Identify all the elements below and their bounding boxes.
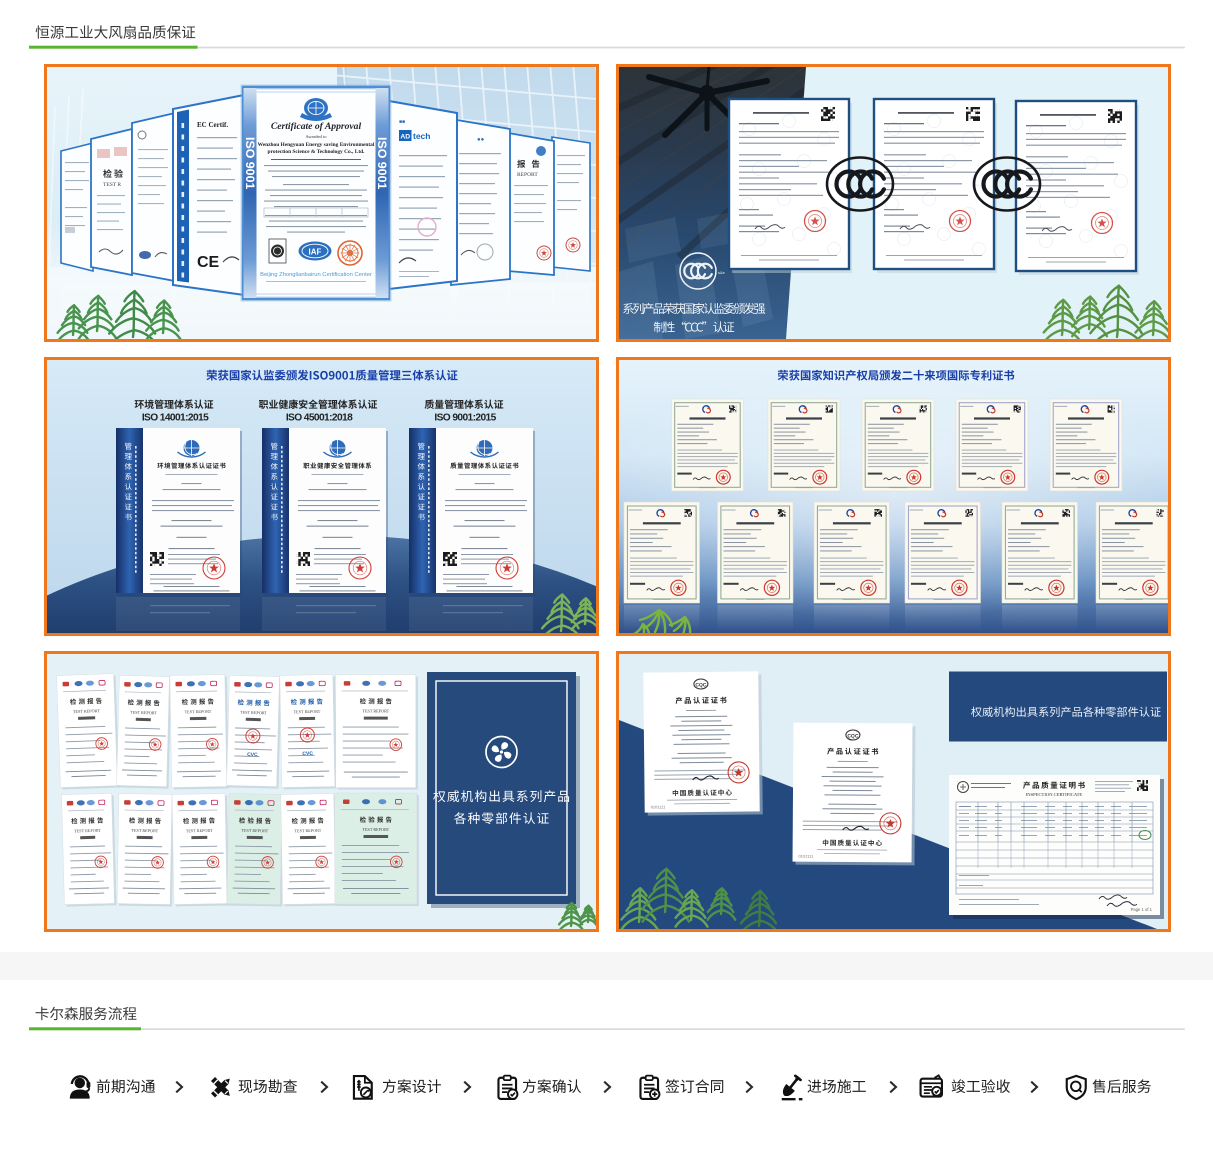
svg-text:0101111: 0101111: [798, 854, 813, 859]
svg-text:Wenzhou Hengyuan Energy saving: Wenzhou Hengyuan Energy saving Environme…: [258, 142, 375, 148]
svg-text:EC Certif.: EC Certif.: [197, 121, 228, 129]
svg-text:CE: CE: [197, 254, 220, 271]
svg-text:protection Science & Technolog: protection Science & Technology Co., Ltd…: [268, 149, 366, 155]
svg-text:TEST REPORT: TEST REPORT: [73, 708, 100, 714]
svg-text:CQC: CQC: [847, 733, 859, 739]
svg-text:TEST REPORT: TEST REPORT: [294, 828, 321, 833]
svg-text:TEST REPORT: TEST REPORT: [240, 710, 267, 716]
svg-text:TEST REPORT: TEST REPORT: [185, 709, 212, 714]
svg-text:ISO 45001:2018: ISO 45001:2018: [286, 413, 353, 424]
svg-text:TEST REPORT: TEST REPORT: [362, 709, 389, 714]
svg-text:TEST REPORT: TEST REPORT: [241, 828, 268, 833]
svg-text:TEST REPORT: TEST REPORT: [294, 709, 321, 714]
svg-text:s&e: s&e: [718, 270, 726, 275]
svg-text:TEST REPORT: TEST REPORT: [186, 828, 213, 833]
svg-text:TEST REPORT: TEST REPORT: [130, 710, 157, 716]
svg-text:Page 1 of 1: Page 1 of 1: [1130, 907, 1152, 912]
svg-text:ISO 9001:2015: ISO 9001:2015: [434, 413, 496, 424]
svg-text:ISO 9001: ISO 9001: [243, 137, 257, 189]
svg-text:AD: AD: [400, 134, 410, 141]
svg-text:CVC: CVC: [247, 752, 258, 758]
svg-text:Beijing Zhonglianbairun Certif: Beijing Zhonglianbairun Certification Ce…: [260, 272, 372, 278]
svg-text:TEST REPORT: TEST REPORT: [74, 828, 101, 834]
svg-text:0101111: 0101111: [650, 804, 666, 809]
svg-text:TEST R: TEST R: [103, 182, 121, 188]
svg-text:TEST REPORT: TEST REPORT: [362, 827, 389, 832]
svg-text:■■: ■■: [399, 119, 405, 125]
svg-text:CQC: CQC: [695, 682, 707, 688]
svg-text:ISO 14001:2015: ISO 14001:2015: [142, 413, 209, 424]
svg-text:tech: tech: [413, 131, 430, 141]
svg-text:REPORT: REPORT: [517, 172, 538, 178]
svg-text:CVC: CVC: [302, 751, 313, 757]
svg-text:IAF: IAF: [309, 248, 322, 257]
svg-text:ISO 9001: ISO 9001: [375, 137, 389, 189]
svg-text:INSPECTION CERTIFICATE: INSPECTION CERTIFICATE: [1025, 792, 1082, 797]
svg-text:TEST REPORT: TEST REPORT: [131, 828, 158, 833]
svg-text:●●: ●●: [477, 137, 485, 143]
svg-text:Awarded to: Awarded to: [305, 134, 327, 139]
svg-text:Certificate of Approval: Certificate of Approval: [271, 121, 362, 132]
